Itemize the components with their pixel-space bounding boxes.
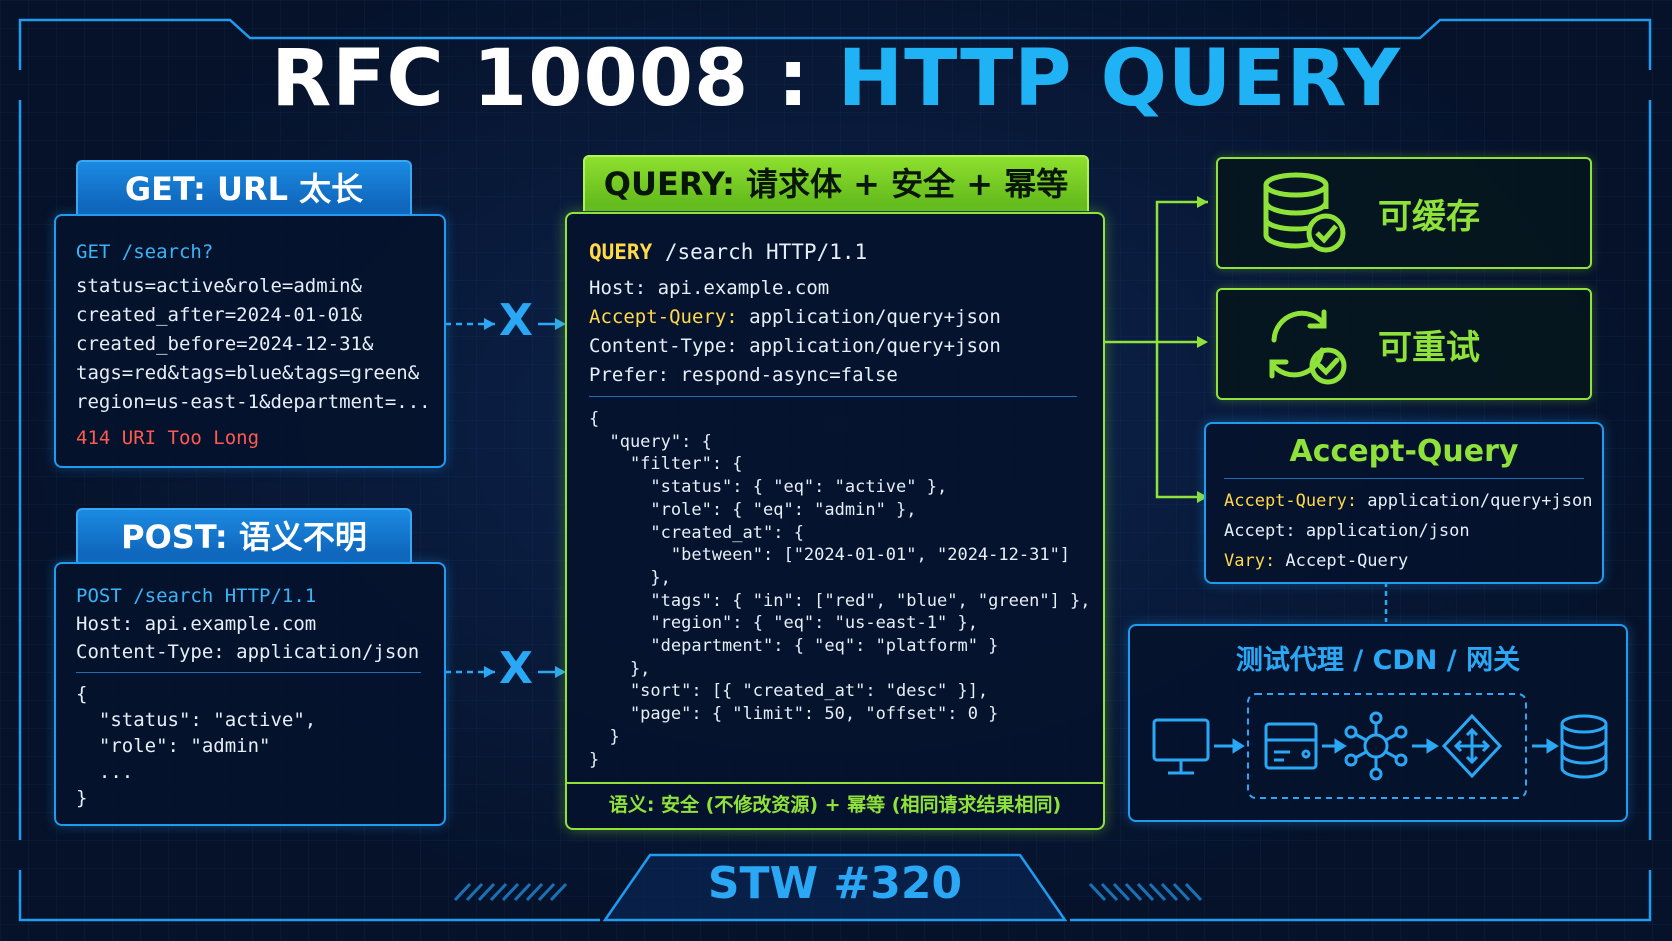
query-body-line: "between": ["2024-01-01", "2024-12-31"] bbox=[589, 545, 1071, 566]
accept-query-val: application/query+json bbox=[737, 306, 1001, 328]
query-content-type: Content-Type: application/query+json bbox=[589, 335, 1001, 357]
retry-check-icon bbox=[1269, 309, 1347, 385]
vary-line: Vary: Accept-Query bbox=[1224, 546, 1408, 576]
query-body-line: "filter": { bbox=[589, 454, 743, 475]
get-query-line: created_after=2024-01-01& bbox=[76, 304, 362, 326]
vary-key: Vary: bbox=[1224, 551, 1276, 571]
get-header: GET: URL 太长 bbox=[76, 160, 412, 216]
query-body-line: "sort": [{ "created_at": "desc" }], bbox=[589, 681, 989, 702]
aq-key: Accept-Query: bbox=[1224, 491, 1358, 511]
post-host: Host: api.example.com bbox=[76, 613, 317, 635]
post-body-line: } bbox=[76, 787, 88, 809]
query-body-line: "created_at": { bbox=[589, 522, 804, 543]
query-header: QUERY: 请求体 + 安全 + 幂等 bbox=[583, 155, 1089, 211]
post-panel: POST /search HTTP/1.1 Host: api.example.… bbox=[54, 562, 446, 826]
retryable-label: 可重试 bbox=[1378, 327, 1480, 368]
post-request-line: POST /search HTTP/1.1 bbox=[76, 585, 317, 607]
post-header: POST: 语义不明 bbox=[76, 508, 412, 564]
database-icon bbox=[1560, 714, 1608, 779]
get-error: 414 URI Too Long bbox=[76, 427, 260, 449]
query-semantics: 语义: 安全 (不修改资源) + 幂等 (相同请求结果相同) bbox=[608, 794, 1062, 816]
query-accept-query: Accept-Query: application/query+json bbox=[589, 303, 1001, 331]
get-query-line: created_before=2024-12-31& bbox=[76, 333, 374, 355]
query-body-line: "role": { "eq": "admin" }, bbox=[589, 499, 917, 520]
query-body-line: "page": { "limit": 50, "offset": 0 } bbox=[589, 704, 999, 725]
query-body-line: "status": { "eq": "active" }, bbox=[589, 477, 948, 498]
query-request-rest: /search HTTP/1.1 bbox=[652, 240, 868, 264]
gateway-icon bbox=[1441, 713, 1503, 779]
reject-x-icon: X bbox=[499, 295, 533, 346]
query-body-line: }, bbox=[589, 567, 671, 588]
monitor-icon bbox=[1152, 718, 1210, 775]
get-panel: GET /search? status=active&role=admin& c… bbox=[54, 214, 446, 468]
accept-line: Accept: application/json bbox=[1224, 521, 1470, 541]
reject-x-icon: X bbox=[499, 643, 533, 694]
query-body-line: "department": { "eq": "platform" } bbox=[589, 636, 999, 657]
proxy-box: 测试代理 / CDN / 网关 bbox=[1128, 624, 1628, 822]
server-icon bbox=[1264, 722, 1318, 770]
accept-query-line: Accept-Query: application/query+json bbox=[1224, 486, 1592, 516]
get-request-line: GET /search? bbox=[76, 241, 214, 263]
query-body-line: } bbox=[589, 749, 600, 770]
query-body-line: } bbox=[589, 726, 620, 747]
query-body-line: "tags": { "in": ["red", "blue", "green"]… bbox=[589, 590, 1091, 611]
post-content-type: Content-Type: application/json bbox=[76, 641, 420, 663]
query-body-line: "query": { bbox=[589, 431, 712, 452]
vary-val: Accept-Query bbox=[1275, 551, 1409, 571]
query-body-line: "region": { "eq": "us-east-1" }, bbox=[589, 613, 978, 634]
footer-label: STW #320 bbox=[707, 858, 963, 909]
page-title: RFC 10008 : HTTP QUERY bbox=[0, 34, 1672, 124]
post-body-line: { bbox=[76, 683, 88, 705]
accept-query-key: Accept-Query: bbox=[589, 306, 738, 328]
get-query-line: status=active&role=admin& bbox=[76, 275, 362, 297]
title-rfc: RFC 10008 : bbox=[271, 34, 838, 124]
query-body-line: }, bbox=[589, 658, 651, 679]
query-method: QUERY bbox=[589, 240, 653, 264]
query-body: { "query": { "filter": { "status": { "eq… bbox=[589, 408, 1091, 771]
feature-retryable: 可重试 bbox=[1216, 288, 1592, 400]
feature-cacheable: 可缓存 bbox=[1216, 157, 1592, 269]
query-panel: QUERY /search HTTP/1.1 Host: api.example… bbox=[565, 212, 1105, 830]
post-body-line: "status": "active", bbox=[76, 709, 317, 731]
accept-query-title: Accept-Query bbox=[1289, 434, 1519, 469]
query-prefer: Prefer: respond-async=false bbox=[589, 364, 898, 386]
query-host: Host: api.example.com bbox=[589, 277, 830, 299]
title-http-query: HTTP QUERY bbox=[837, 34, 1401, 124]
proxy-title: 测试代理 / CDN / 网关 bbox=[1235, 645, 1521, 676]
query-body-line: { bbox=[589, 409, 600, 429]
get-query-line: region=us-east-1&department=... bbox=[76, 391, 431, 413]
post-divider bbox=[76, 672, 421, 673]
post-body-line: ... bbox=[76, 761, 134, 783]
query-divider bbox=[589, 396, 1077, 397]
network-hub-icon bbox=[1344, 711, 1408, 781]
cacheable-label: 可缓存 bbox=[1378, 196, 1480, 237]
proxy-flow bbox=[1152, 693, 1608, 799]
database-check-icon bbox=[1263, 172, 1346, 253]
accept-query-divider bbox=[1224, 478, 1584, 479]
query-request-line: QUERY /search HTTP/1.1 bbox=[589, 238, 867, 266]
query-footer-divider bbox=[567, 782, 1103, 784]
post-body-line: "role": "admin" bbox=[76, 735, 271, 757]
accept-query-box: Accept-Query Accept-Query: application/q… bbox=[1204, 422, 1604, 584]
aq-val: application/query+json bbox=[1357, 491, 1593, 511]
get-query-line: tags=red&tags=blue&tags=green& bbox=[76, 362, 420, 384]
